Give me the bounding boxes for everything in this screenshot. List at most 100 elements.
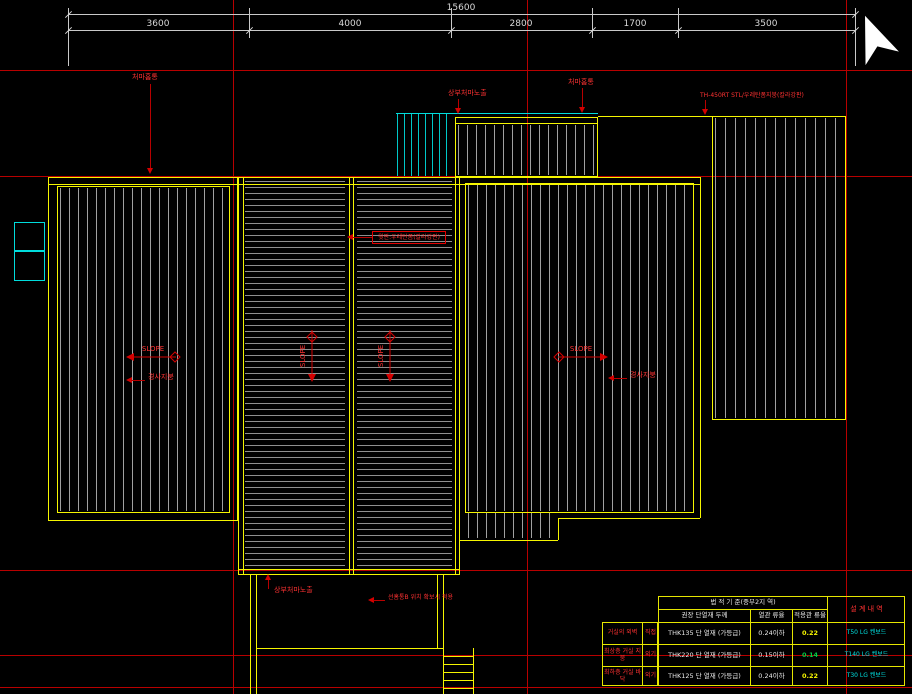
roof-edge — [455, 123, 598, 124]
dimension-total: 15600 — [446, 3, 476, 13]
table-row-label: 최상층 거실 지붕 — [602, 644, 642, 666]
north-arrow-icon — [865, 15, 899, 66]
table-row-sublabel: 외기 — [642, 644, 658, 666]
annotation-eaves-top: 상부처마노출 — [448, 89, 487, 97]
dimension-segment: 3600 — [146, 19, 170, 29]
annotation-downspout-note: 선홈통B 위치 확보시 적용 — [388, 594, 454, 601]
leader-arrow — [455, 108, 461, 114]
roof-hatch — [715, 118, 843, 418]
table-design-header: 설 계 내 역 — [827, 596, 905, 622]
roof-ridge — [353, 177, 354, 575]
table-cell-material: THK220 단 열재 (가등급) — [658, 644, 750, 666]
table-title: 법 적 기 준(중부2지 역) — [658, 596, 827, 609]
table-col-header: 적용관 류율 — [792, 609, 827, 622]
table-cell-applied: 0.14 — [792, 644, 827, 666]
stair-edge — [473, 648, 474, 694]
dimension-extension — [249, 8, 250, 38]
dimension-line — [68, 30, 855, 31]
roof-hatch — [60, 188, 228, 511]
insulation-table: 법 적 기 준(중부2지 역) 설 계 내 역 권장 단열재 두께 열관 류율 … — [658, 596, 905, 686]
table-cell-design: T50 LG 켄보드 — [827, 622, 905, 644]
annotation-gutter-left: 처마홈통 — [132, 73, 158, 81]
roof-panel-outline — [455, 117, 598, 177]
stair-tread — [443, 672, 473, 673]
wall-edge — [250, 575, 251, 694]
table-row-sublabel: 직접 — [642, 622, 658, 644]
annotation-eaves-bottom: 상부처마노출 — [274, 586, 313, 594]
leader-line — [613, 378, 627, 379]
leader-line — [131, 380, 145, 381]
annotation-slope-left: 경사지붕 — [148, 373, 174, 381]
annotation-panel-note: 윗판:우레탄폼(칼라강판) — [372, 231, 446, 244]
grid-line-vertical — [846, 0, 847, 694]
slope-arrow: SLOPE — [299, 330, 318, 382]
table-cell-u: 0.24이하 — [750, 666, 792, 686]
roof-edge — [700, 177, 701, 518]
wall-outline — [14, 251, 45, 281]
roof-panel-outline — [712, 116, 846, 420]
leader-arrow — [126, 377, 132, 383]
roof-ridge — [349, 177, 350, 575]
slope-arrow: SLOPE — [377, 330, 396, 382]
wall-line — [396, 113, 598, 114]
dimension-extension — [68, 8, 69, 66]
dimension-extension — [855, 8, 856, 66]
slope-arrow: SLOPE — [553, 345, 608, 363]
table-row-sublabel: 외기 — [642, 666, 658, 686]
leader-line — [705, 100, 706, 110]
leader-line — [373, 600, 385, 601]
table-col-header: 열관 류율 — [750, 609, 792, 622]
table-cell-applied: 0.22 — [792, 622, 827, 644]
stair-edge — [443, 648, 444, 694]
annotation-slope-right: 경사지붕 — [630, 371, 656, 379]
roof-edge — [558, 518, 700, 519]
stair-tread — [443, 688, 473, 689]
wall-edge — [256, 575, 257, 694]
wall-edge — [437, 575, 438, 648]
table-cell-u: 0.15이하 — [750, 644, 792, 666]
wall-edge — [443, 575, 444, 648]
insulation-table-labels: 거실의 외벽 직접 최상층 거실 지붕 외기 최하층 거실 바닥 외기 — [602, 622, 658, 686]
table-row-label: 최하층 거실 바닥 — [602, 666, 642, 686]
table-col-header: 권장 단열재 두께 — [658, 609, 750, 622]
leader-arrow — [608, 375, 614, 381]
leader-line — [458, 99, 459, 109]
wall-edge — [256, 648, 443, 649]
grid-line-vertical — [233, 0, 234, 694]
roof-hatch — [245, 181, 345, 569]
dimension-segment: 3500 — [754, 19, 778, 29]
table-cell-material: THK135 단 열재 (가등급) — [658, 622, 750, 644]
grid-line-horizontal — [0, 570, 912, 571]
wall-outline — [14, 222, 45, 251]
table-cell-design: T140 LG 켄보드 — [827, 644, 905, 666]
leader-arrow — [265, 574, 271, 580]
slope-arrow: SLOPE — [126, 345, 181, 363]
grid-line-horizontal — [0, 655, 912, 656]
leader-arrow — [579, 107, 585, 113]
svg-text:SLOPE: SLOPE — [377, 345, 385, 367]
table-cell-applied: 0.22 — [792, 666, 827, 686]
dimension-extension — [678, 8, 679, 38]
roof-edge — [243, 177, 244, 575]
table-cell-design: T30 LG 켄보드 — [827, 666, 905, 686]
roof-panel-outline — [48, 177, 238, 521]
annotation-roof-spec: TH-450RT STL/우레탄폼지붕(칼라강판) — [700, 92, 804, 99]
dimension-line — [68, 14, 855, 15]
stair-tread — [443, 664, 473, 665]
stair-tread — [443, 656, 473, 657]
dimension-extension — [451, 8, 452, 38]
dimension-segment: 4000 — [338, 19, 362, 29]
leader-arrow — [147, 168, 153, 174]
stair-tread — [443, 680, 473, 681]
leader-line — [150, 84, 151, 168]
dimension-extension — [592, 8, 593, 38]
roof-hatch — [357, 181, 452, 569]
annotation-gutter-center: 처마홈통 — [568, 78, 594, 86]
grid-line-horizontal — [0, 70, 912, 71]
roof-panel-outline — [57, 186, 230, 513]
dimension-segment: 2800 — [509, 19, 533, 29]
roof-hatch — [468, 185, 692, 511]
roof-edge — [455, 177, 456, 575]
dimension-segment: 1700 — [623, 19, 647, 29]
